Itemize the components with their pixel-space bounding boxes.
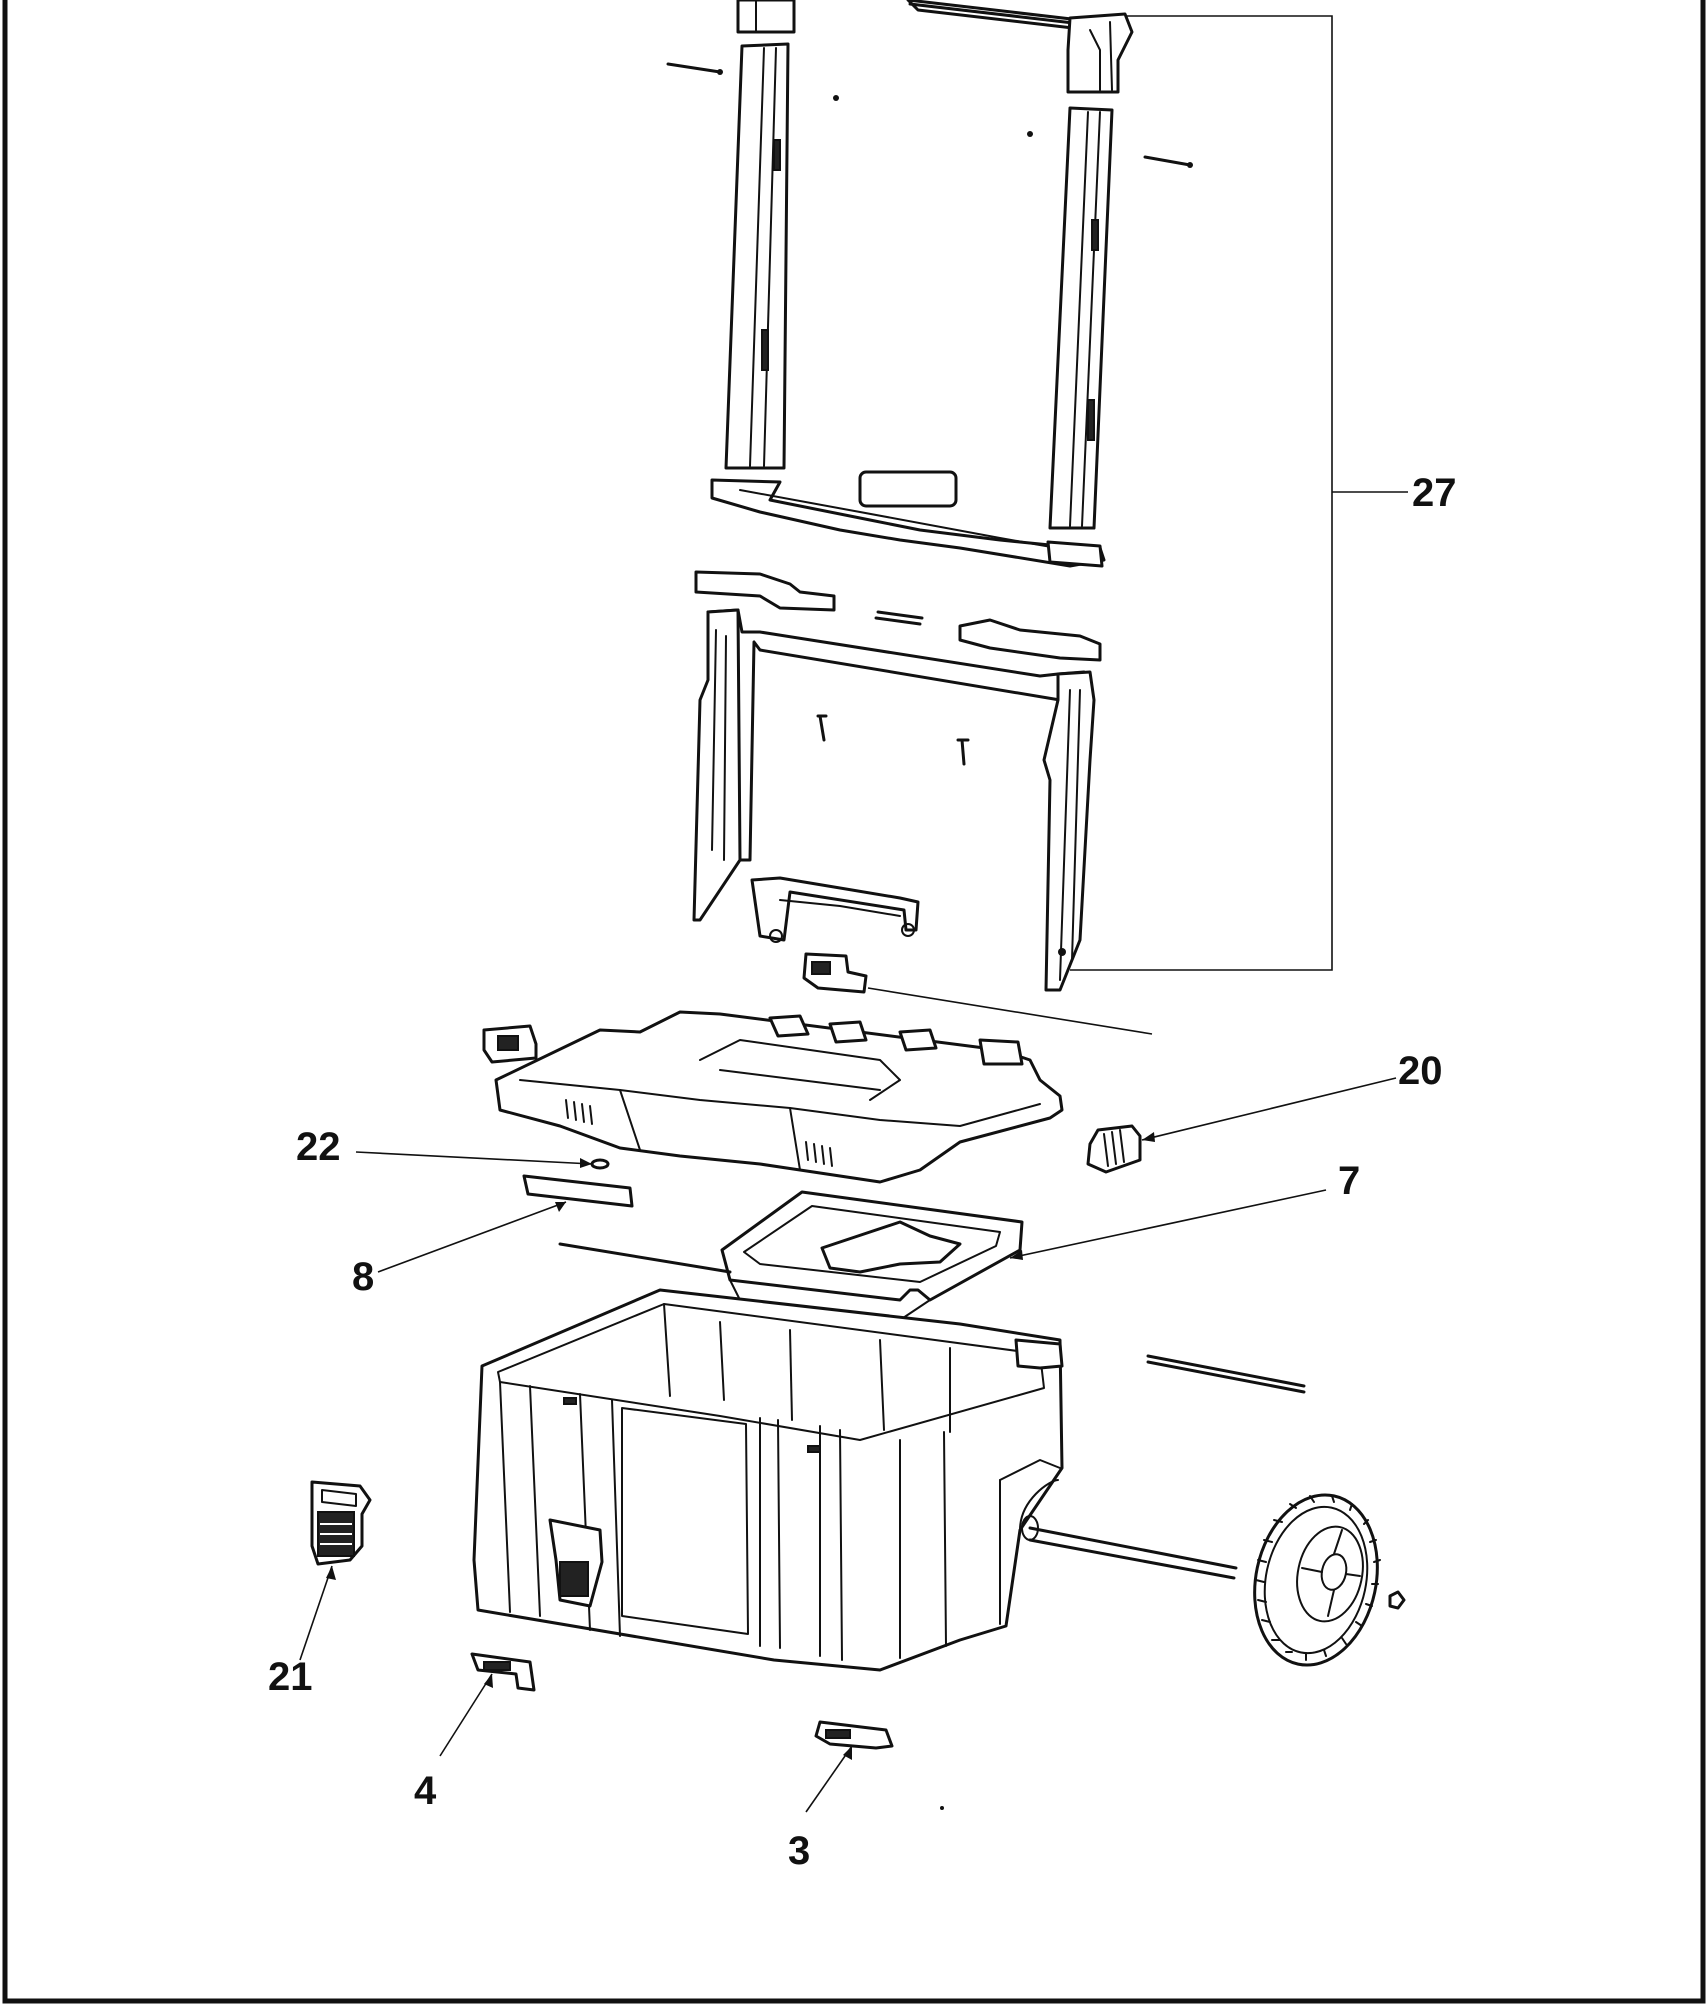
callout-7: 7 xyxy=(1338,1159,1360,1203)
leader-lines xyxy=(299,15,1408,1813)
wheel xyxy=(1253,1493,1381,1667)
telescopic-handle-assembly xyxy=(666,0,1193,994)
callout-27: 27 xyxy=(1412,471,1457,515)
part-20-latch xyxy=(1086,1124,1142,1174)
callout-8: 8 xyxy=(352,1255,374,1299)
part-4-foot xyxy=(470,1652,536,1692)
part-3-foot xyxy=(814,1720,894,1750)
rods xyxy=(558,1242,1306,1394)
callout-21: 21 xyxy=(268,1655,313,1699)
callout-20: 20 xyxy=(1398,1049,1443,1093)
stray-mark xyxy=(940,1806,944,1810)
part-22-nut xyxy=(590,1158,610,1170)
axle xyxy=(1028,1526,1238,1580)
lid xyxy=(482,1010,1064,1184)
part-8-strip xyxy=(522,1174,634,1208)
callout-22: 22 xyxy=(296,1125,341,1169)
callout-numbers: 27 20 22 7 8 21 4 3 xyxy=(268,471,1457,1873)
callout-3: 3 xyxy=(788,1829,810,1873)
callout-4: 4 xyxy=(414,1769,437,1813)
wheel-nut xyxy=(1388,1590,1406,1610)
main-box xyxy=(472,1288,1064,1672)
part-21-latch xyxy=(310,1480,372,1566)
